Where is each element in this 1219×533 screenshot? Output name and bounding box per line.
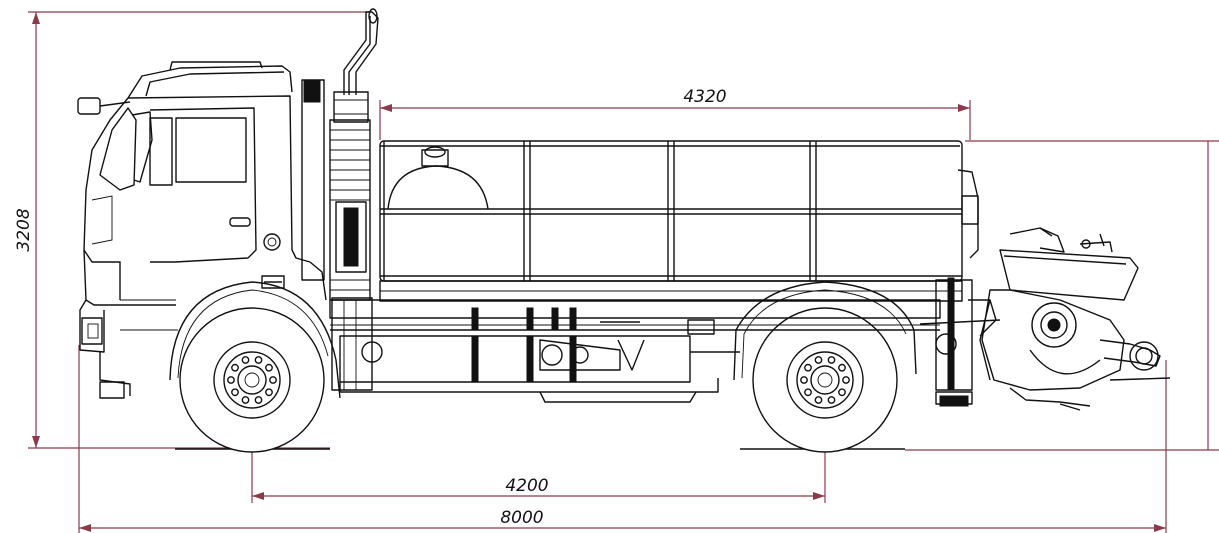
wheel-lug-nut	[254, 356, 263, 364]
cab-rear-equipment	[301, 79, 371, 301]
concrete-pump	[919, 227, 1171, 411]
cab	[77, 61, 327, 399]
wheel-lug-nut	[241, 356, 250, 364]
wheel-lug-nut	[827, 356, 836, 364]
chassis-frame	[329, 277, 973, 407]
wheel-lug-nut	[231, 363, 239, 372]
wheel-lug-nut	[804, 363, 812, 372]
dim-label-tank-length: 4320	[683, 87, 726, 107]
wheel-lug-nut	[227, 376, 235, 384]
dim-label-wheelbase: 4200	[505, 476, 548, 496]
dim-label-height-pump: 2275	[1214, 260, 1219, 303]
wheel-lug-nut	[838, 363, 846, 372]
rear-wheel	[752, 307, 898, 453]
dim-label-overall-length: 8000	[500, 508, 543, 528]
rear-wheel-nuts	[800, 356, 850, 404]
wheel-lug-nut	[842, 376, 850, 384]
wheel-lug-nut	[814, 356, 823, 364]
dimension-lines	[28, 11, 1219, 533]
front-wheel-arch	[169, 281, 341, 399]
wheel-lug-nut	[231, 388, 239, 397]
dim-label-height-total: 3208	[14, 208, 34, 251]
front-wheel	[179, 307, 325, 453]
wheel-lug-nut	[269, 376, 277, 384]
wheel-lug-nut	[265, 363, 273, 372]
rear-fender	[733, 281, 917, 381]
exhaust-stack	[333, 8, 379, 123]
wheel-lug-nut	[241, 396, 250, 404]
wheel-lug-nut	[838, 388, 846, 397]
wheel-lug-nut	[814, 396, 823, 404]
wheel-lug-nut	[800, 376, 808, 384]
wheel-lug-nut	[804, 388, 812, 397]
wheel-lug-nut	[827, 396, 836, 404]
front-wheel-nuts	[227, 356, 277, 404]
wheel-lug-nut	[254, 396, 263, 404]
tank-cage	[379, 140, 979, 302]
wheel-lug-nut	[265, 388, 273, 397]
